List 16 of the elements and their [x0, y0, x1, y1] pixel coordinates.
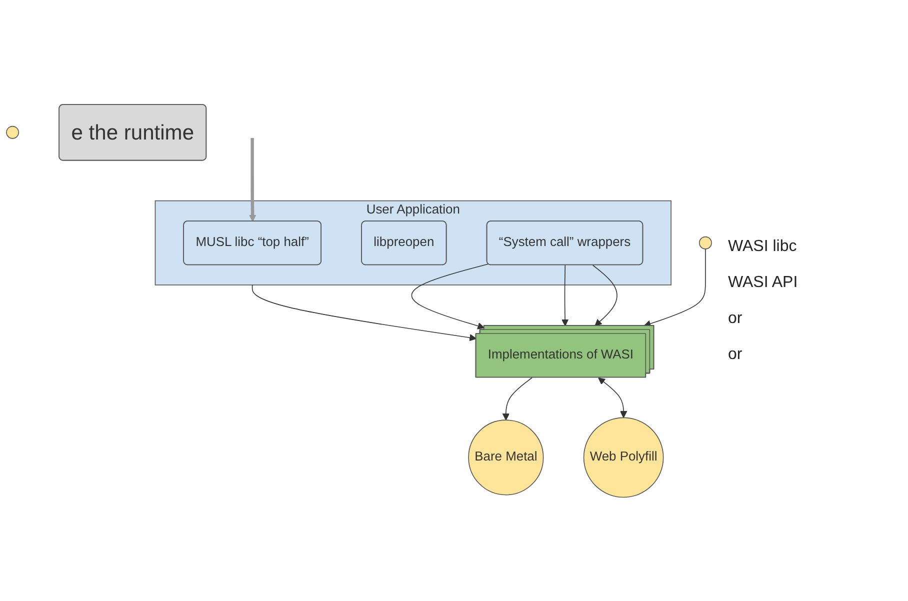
arrow: [561, 264, 569, 326]
arrow: [502, 376, 533, 420]
annotation-label: or: [728, 310, 742, 328]
arrow: [592, 264, 618, 326]
node-circle: [6, 126, 20, 139]
node-circle: Bare Metal: [468, 419, 544, 495]
arrow: [598, 377, 628, 418]
annotation-label: WASI libc: [728, 238, 797, 256]
node-circle: [698, 236, 712, 249]
arrow: [249, 138, 256, 222]
node-circle: Web Polyfill: [583, 416, 664, 498]
arrow: [644, 248, 706, 327]
annotation-label: or: [728, 346, 742, 364]
annotation-label: WASI API: [728, 274, 798, 292]
arrow: [411, 263, 489, 330]
arrow: [252, 284, 476, 341]
